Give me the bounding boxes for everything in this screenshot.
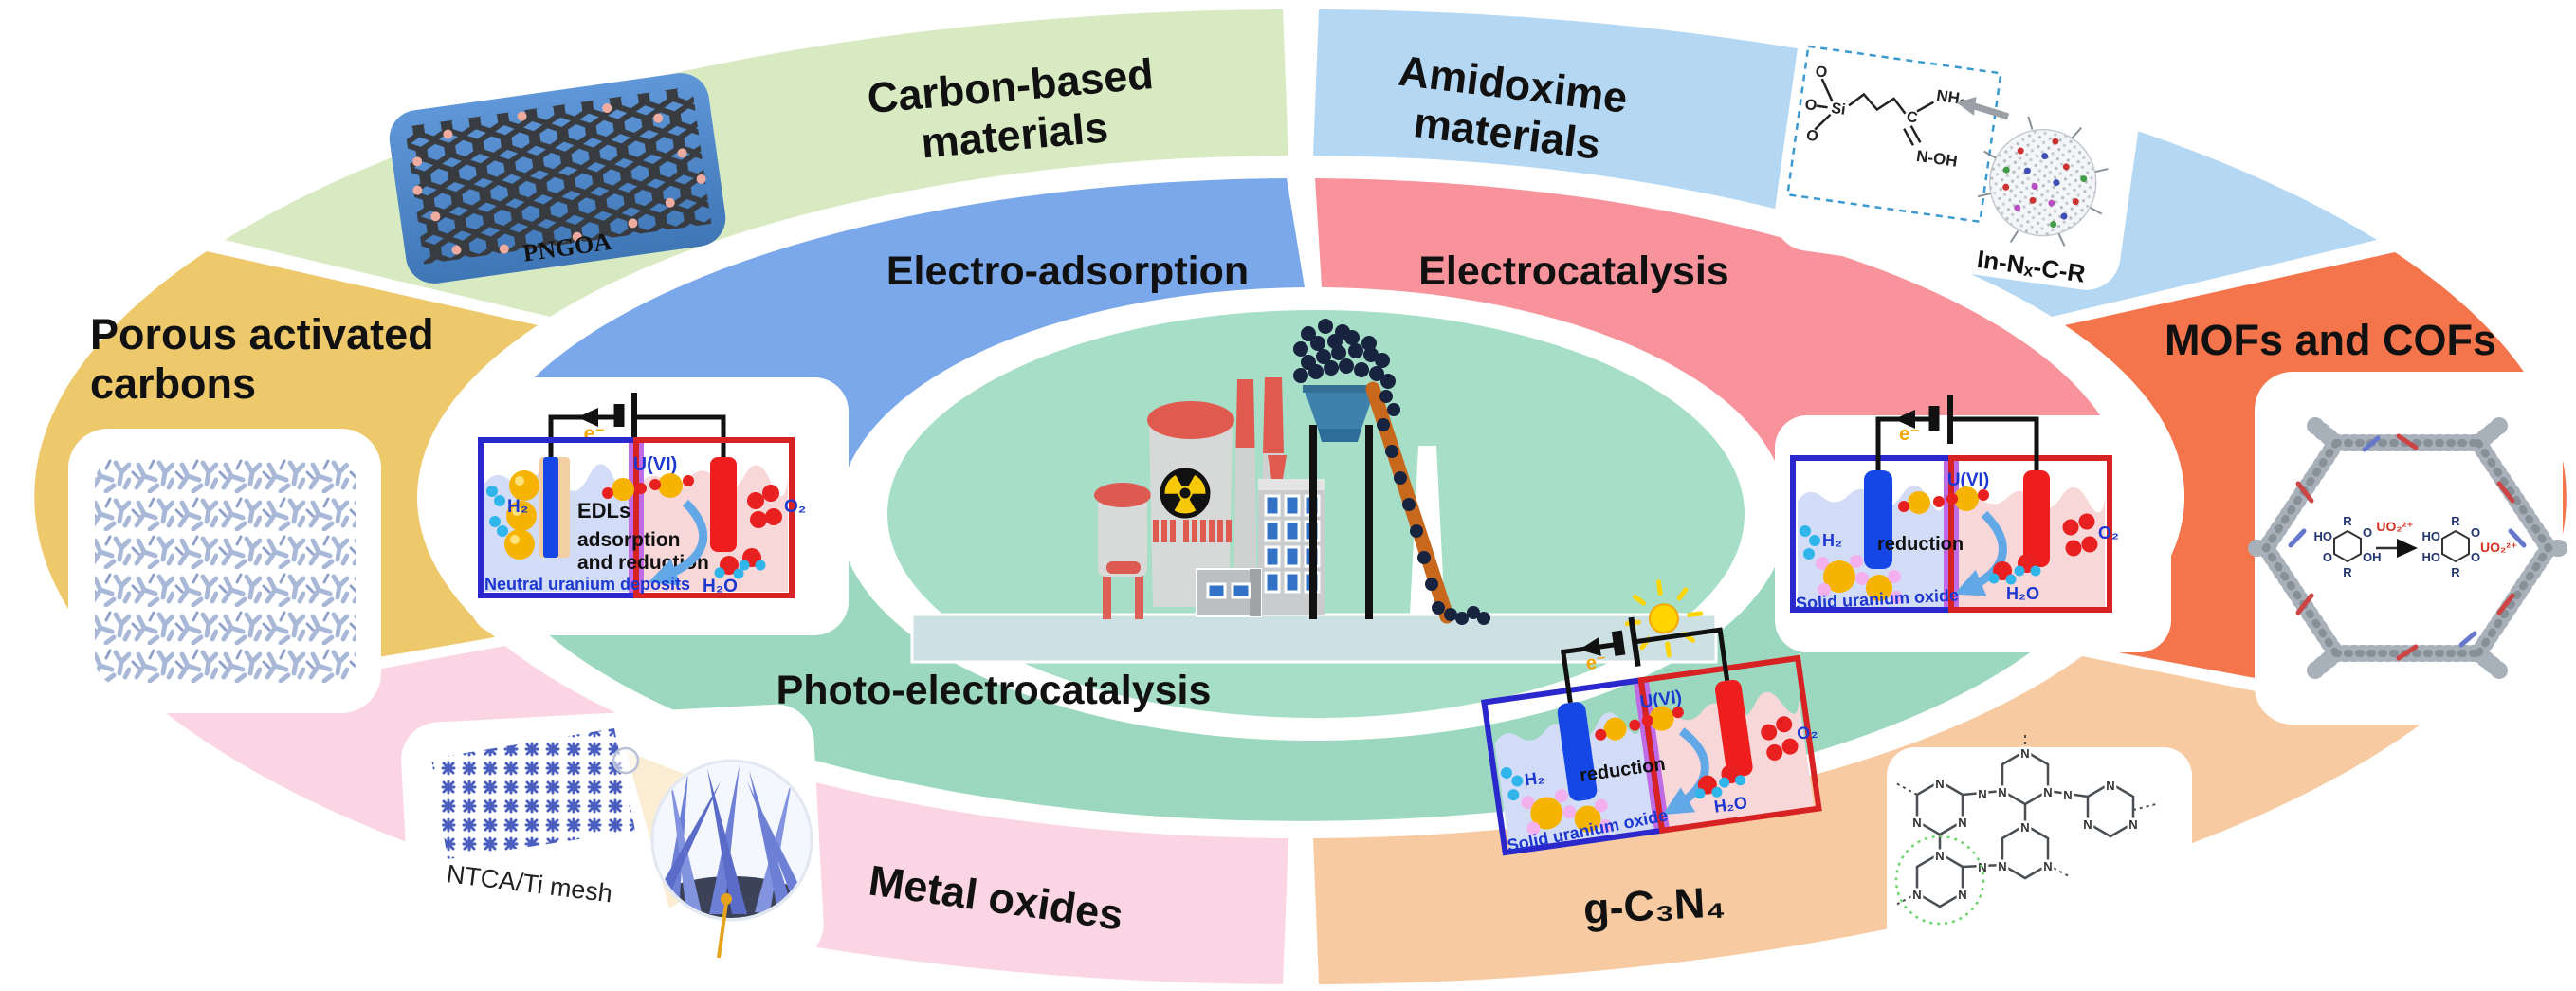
uranium-ore-dots [1293, 319, 1490, 625]
ho-label: HO [2422, 550, 2441, 564]
o-label: O [2471, 525, 2480, 540]
svg-text:N: N [2063, 788, 2072, 802]
o-label: O [2363, 525, 2372, 540]
ho-label: HO [2314, 529, 2333, 543]
ntca-content: NTCA/Ti mesh [431, 728, 813, 959]
svg-text:N: N [1978, 787, 1986, 801]
r-label: R [2343, 565, 2352, 579]
nanorod-mesh [431, 728, 635, 859]
svg-text:N: N [1998, 859, 2006, 873]
o-atom: O [1804, 97, 1818, 115]
r-label: R [2451, 565, 2460, 579]
porous-label-line1: Porous activated [90, 310, 434, 358]
electro-adsorption-label: Electro-adsorption [886, 248, 1249, 294]
oh-label: OH [2363, 550, 2382, 564]
svg-text:N: N [2128, 817, 2137, 832]
nitrogen-labels: N N N N N N N N N N N N N N N N N N [1910, 744, 2140, 905]
svg-text:N: N [2083, 817, 2092, 832]
svg-text:N: N [1912, 816, 1921, 830]
svg-text:N: N [1958, 888, 1966, 902]
svg-text:N: N [1912, 888, 1921, 902]
neutral-uranium-deposits-label: Neutral uranium deposits [484, 575, 690, 594]
o-label: O [2471, 550, 2480, 564]
edls-label: EDLs [577, 499, 630, 523]
nuclear-plant-illustration [910, 319, 1718, 664]
svg-text:N: N [1978, 860, 1986, 874]
electro-adsorption-cell: e⁻ H₂ EDLs adsorption and reduction U(VI… [469, 377, 849, 635]
reduction-arrow [648, 499, 708, 586]
h2-label: H₂ [507, 497, 528, 517]
porous-carbon-inset [68, 429, 381, 713]
g-c3n4-label: g-C₃N₄ [1582, 877, 1726, 933]
r-label: R [2343, 514, 2352, 528]
gcn-inset: N N N N N N N N N N N N N N N N N N [1887, 732, 2192, 967]
c-atom: C [1906, 109, 1919, 127]
adsorption-label: adsorption [577, 529, 681, 551]
cathode [543, 457, 558, 558]
ho-label: HO [2422, 529, 2441, 543]
svg-text:N: N [2020, 746, 2029, 761]
mof-hexagonal-framework [2248, 417, 2568, 679]
highlight-circle [1894, 835, 1985, 926]
radiation-icon [1160, 468, 1211, 519]
si-atom: Si [1830, 101, 1846, 119]
svg-text:N: N [2106, 779, 2114, 793]
anode [710, 457, 737, 552]
mofs-cofs-label: MOFs and COFs [2165, 316, 2496, 364]
pin [717, 902, 728, 959]
o-atom: O [1805, 128, 1819, 146]
porous-carbon-network [95, 455, 356, 687]
photo-electrocatalysis-cell [1471, 579, 1828, 856]
h2o-label: H₂O [703, 577, 738, 596]
plant-platform [910, 613, 1718, 664]
nanorod-spikes [654, 764, 804, 914]
svg-text:N: N [1935, 849, 1944, 863]
uranyl-arrow-label: UO₂²⁺ [2376, 519, 2413, 534]
electrocatalysis-label: Electrocatalysis [1418, 248, 1728, 294]
o2-label: O₂ [784, 497, 806, 517]
uranyl-binding-reaction: HO O O OH R R UO₂²⁺ HO O HO O R R UO₂²⁺ [2314, 514, 2518, 579]
porous-label-line2: carbons [90, 359, 256, 408]
arrow [1972, 102, 2010, 120]
sun-icon [1624, 579, 1704, 658]
svg-text:N: N [2043, 785, 2052, 799]
svg-text:N: N [1958, 816, 1966, 830]
svg-text:N: N [2020, 820, 2029, 835]
r-label: R [2451, 514, 2460, 528]
segment-g-c3n4 [1313, 656, 2421, 984]
mof-cof-inset: HO O O OH R R UO₂²⁺ HO O HO O R R UO₂²⁺ [2248, 372, 2568, 725]
uranyl-product-label: UO₂²⁺ [2480, 540, 2517, 555]
o-label: O [2323, 550, 2332, 564]
photo-electrocatalysis-label: Photo-electrocatalysis [776, 668, 1212, 713]
uvi-label: U(VI) [633, 454, 678, 475]
electrocatalysis-cell [1775, 395, 2171, 652]
svg-text:N: N [2043, 859, 2052, 873]
pngoa-inset: PNGOA [389, 73, 726, 284]
triazine-rings [1895, 732, 2157, 908]
svg-text:N: N [1998, 785, 2006, 799]
svg-text:N: N [1935, 777, 1944, 791]
o-atom: O [1815, 64, 1829, 82]
amidoxime-inset: O O O Si C NH₂ N-OH In-Nₓ-C-R [1774, 19, 2144, 290]
